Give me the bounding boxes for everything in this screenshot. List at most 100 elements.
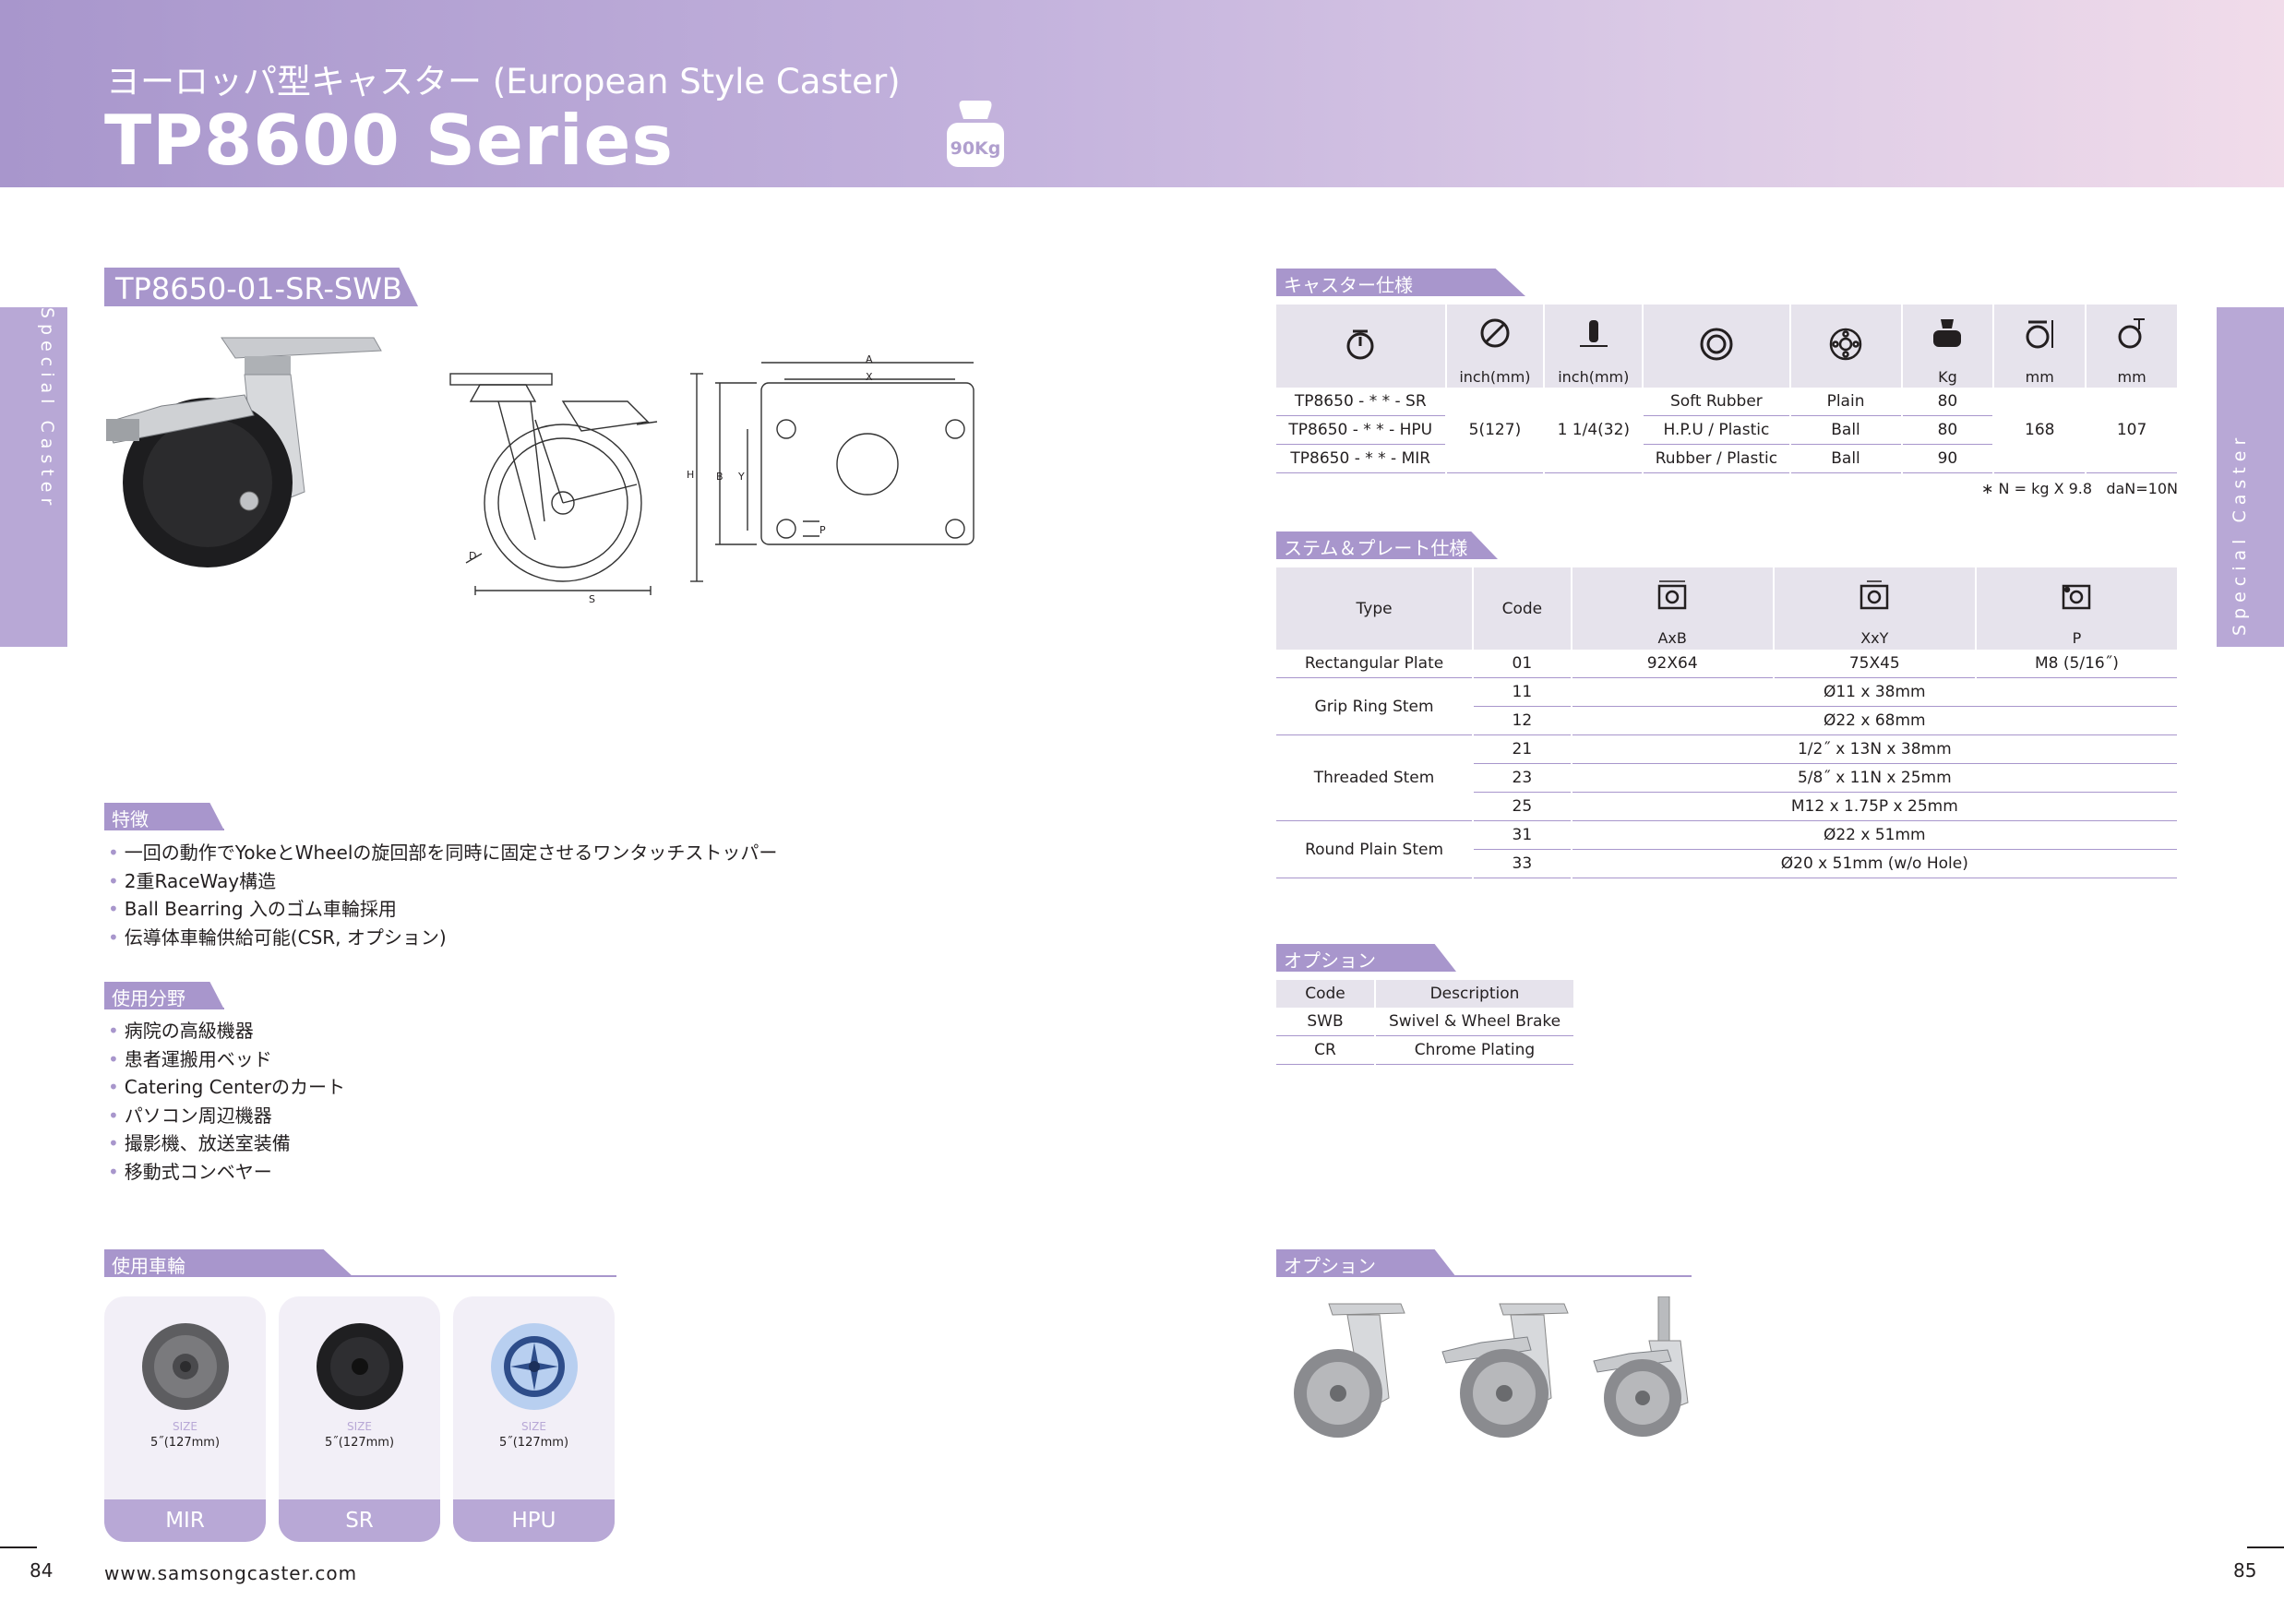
bolt-spacing-icon <box>1860 579 1889 609</box>
bearing-icon <box>1829 328 1862 360</box>
list-item: 2重RaceWay構造 <box>108 866 777 895</box>
caster-spec-note: ∗ N = kg X 9.8 daN=10N <box>1981 480 2178 497</box>
wheel-hpu-icon <box>491 1323 578 1410</box>
wheels-title: 使用車輪 <box>112 1255 185 1277</box>
table-row: Round Plain Stem 31 Ø22 x 51mm <box>1276 821 2177 878</box>
options-title: オプション <box>1284 949 1376 972</box>
option-caster-image-3 <box>1593 1296 1689 1437</box>
stem-spec-title: ステム＆プレート仕様 <box>1284 537 1468 559</box>
code-cell: 25 <box>1474 793 1571 821</box>
model-number: TP8650-01-SR-SWB <box>115 271 402 306</box>
option-desc-cell: Swivel & Wheel Brake <box>1376 1008 1573 1036</box>
code-cell: 21 <box>1474 735 1571 764</box>
weight-icon <box>947 101 1004 167</box>
applications-list: 病院の高級機器 患者運搬用ベッド Catering Centerのカート パソコ… <box>108 1016 345 1185</box>
table-row: Threaded Stem 21 1/2˝ x 13N x 38mm <box>1276 735 2177 821</box>
header-code: Code <box>1474 567 1571 650</box>
wheel-card-sr: SIZE 5˝(127mm) SR <box>279 1296 440 1542</box>
wheel-size-label: SIZE <box>347 1420 372 1433</box>
caster-icon <box>1346 329 1374 359</box>
page-number-left: 84 <box>30 1559 54 1582</box>
list-item: 伝導体車輪供給可能(CSR, オプション) <box>108 923 777 951</box>
bolt-hole-icon <box>2063 584 2091 609</box>
load-weight-icon <box>1933 318 1962 347</box>
list-item: 一回の動作でYokeとWheelの旋回部を同時に固定させるワンタッチストッパー <box>108 838 778 866</box>
load-cell: 80 <box>1902 388 1993 416</box>
option-caster-image-1 <box>1294 1303 1405 1438</box>
wheel-card-mir: SIZE 5˝(127mm) MIR <box>104 1296 266 1542</box>
code-cell: 01 <box>1474 650 1571 678</box>
model-cell: TP8650 - * * - SR <box>1276 388 1445 416</box>
wheel-card-hpu: SIZE 5˝(127mm) HPU <box>453 1296 615 1542</box>
wheel-size: 5˝(127mm) <box>149 1436 221 1450</box>
plate-size-icon <box>1657 579 1687 609</box>
side-tab-right: Special Caster <box>2217 307 2284 647</box>
spec-cell: Ø11 x 38mm <box>1572 678 2177 707</box>
tread-cell: H.P.U / Plastic <box>1644 416 1789 445</box>
height-cell: 168 <box>1994 388 2086 473</box>
list-item: Ball Bearring 入のゴム車輪採用 <box>108 894 777 923</box>
list-item: 移動式コンベヤー <box>108 1157 345 1186</box>
table-row: 33 Ø20 x 51mm (w/o Hole) <box>1276 850 2177 878</box>
offset-cell: 107 <box>2087 388 2177 473</box>
tread-cell: Rubber / Plastic <box>1644 445 1789 473</box>
code-cell: 33 <box>1474 850 1571 878</box>
unit-height: mm <box>1994 365 2086 388</box>
side-label-right: Special Caster <box>2230 432 2250 636</box>
load-cell: 90 <box>1902 445 1993 473</box>
drawing-label-s: S <box>589 593 595 605</box>
icon-cell-load <box>1902 304 1993 365</box>
plate-top-drawing <box>715 362 975 545</box>
wheel-mir-icon <box>142 1323 229 1410</box>
spec-cell: Ø20 x 51mm (w/o Hole) <box>1572 850 2177 878</box>
page-rule-right <box>2247 1546 2284 1548</box>
table-row: CR Chrome Plating <box>1276 1036 1573 1065</box>
caster-spec-section: キャスター仕様 <box>1276 269 1525 296</box>
list-item: 病院の高級機器 <box>108 1016 345 1045</box>
type-cell: Grip Ring Stem <box>1276 678 1473 735</box>
features-list: 一回の動作でYokeとWheelの旋回部を同時に固定させるワンタッチストッパー … <box>108 838 778 951</box>
option-photos-section: オプション <box>1276 1249 1692 1277</box>
side-tab-left: Special Caster <box>0 307 67 647</box>
wheel-size: 5˝(127mm) <box>324 1436 395 1450</box>
caster-product-image <box>106 337 382 567</box>
header-p: P <box>1976 627 2177 650</box>
table-row: 12 Ø22 x 68mm <box>1276 707 2177 735</box>
code-cell: 23 <box>1474 764 1571 793</box>
applications-section: 使用分野 <box>104 982 224 1009</box>
unit-load: Kg <box>1902 365 1993 388</box>
header-banner: ヨーロッパ型キャスター (European Style Caster) TP86… <box>0 0 2284 187</box>
caster-spec-title: キャスター仕様 <box>1284 274 1413 296</box>
model-badge: TP8650-01-SR-SWB <box>104 268 418 306</box>
wheel-diameter-icon <box>1480 318 1510 347</box>
header-option-desc: Description <box>1376 980 1573 1008</box>
xxy-cell: 75X45 <box>1774 650 1975 678</box>
tread-cell: Soft Rubber <box>1644 388 1789 416</box>
list-item: Catering Centerのカート <box>108 1072 345 1101</box>
table-row: Rectangular Plate 01 92X64 75X45 M8 (5/1… <box>1276 650 2177 678</box>
drawing-label-y: Y <box>738 471 745 483</box>
diameter-cell: 5(127) <box>1446 388 1544 473</box>
icon-cell-diameter <box>1446 304 1544 365</box>
option-code-cell: CR <box>1276 1036 1374 1065</box>
options-section: オプション <box>1276 944 1456 972</box>
type-cell: Rectangular Plate <box>1276 650 1473 678</box>
unit-diameter: inch(mm) <box>1446 365 1544 388</box>
wheel-name: HPU <box>453 1499 615 1542</box>
header-subtitle: ヨーロッパ型キャスター (European Style Caster) <box>106 62 901 102</box>
wheel-size: 5˝(127mm) <box>498 1436 569 1450</box>
header-option-code: Code <box>1276 980 1374 1008</box>
spec-cell: Ø22 x 68mm <box>1572 707 2177 735</box>
page-rule-left <box>0 1546 37 1548</box>
drawing-label-a: A <box>866 353 873 365</box>
icon-cell-bearing <box>1790 304 1901 388</box>
list-item: 患者運搬用ベッド <box>108 1045 345 1073</box>
wheel-sr-icon <box>317 1323 403 1410</box>
table-row: TP8650 - * * - SR 5(127) 1 1/4(32) Soft … <box>1276 388 2177 473</box>
table-row: TP8650 - * * - HPU H.P.U / Plastic Ball … <box>1276 416 2177 445</box>
icon-cell-height <box>1994 304 2086 365</box>
drawing-label-d: D <box>469 550 477 562</box>
table-row: 25 M12 x 1.75P x 25mm <box>1276 793 2177 821</box>
drawing-label-p: P <box>819 524 826 536</box>
model-cell: TP8650 - * * - MIR <box>1276 445 1445 473</box>
